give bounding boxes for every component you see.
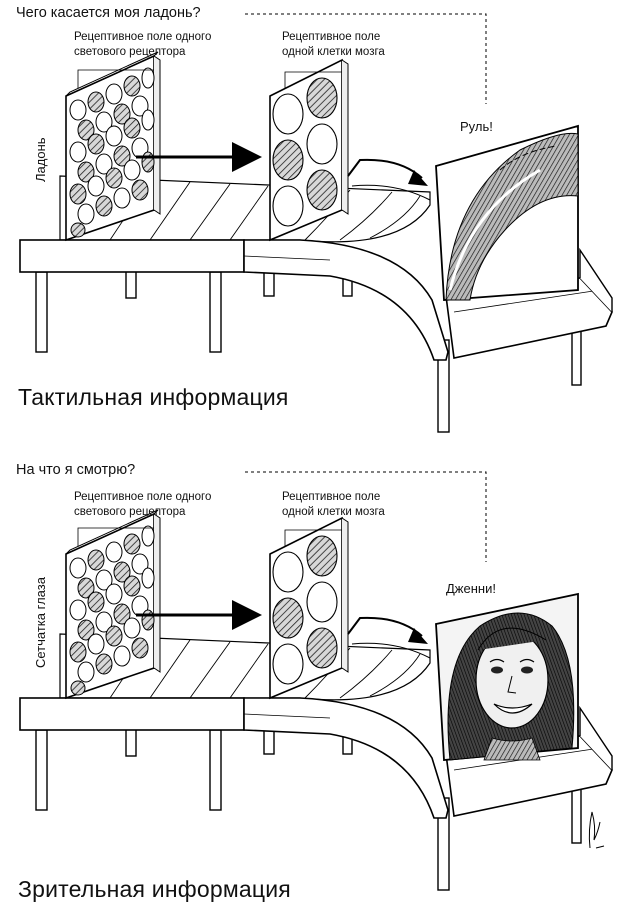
girl-portrait-icon [435,592,579,761]
tactile-receptor-field-label: Рецептивное поле одного светового рецепт… [74,31,212,58]
artist-signature [588,811,605,849]
visual-caption: Зрительная информация [18,876,291,902]
steering-wheel-icon [435,124,579,301]
visual-brain-field-label: Рецептивное поле одной клетки мозга [282,491,385,518]
visual-sheet-label: Сетчатка глаза [33,577,48,668]
visual-percept-label: Дженни! [446,581,496,596]
tactile-caption: Тактильная информация [18,384,289,410]
tactile-percept-label: Руль! [460,119,493,134]
visual-receptor-field-label: Рецептивное поле одного светового рецепт… [74,491,212,518]
tactile-panel [20,14,612,432]
tactile-sheet-label: Ладонь [33,137,48,182]
tactile-brain-field-label: Рецептивное поле одной клетки мозга [282,31,385,58]
visual-panel [20,472,612,890]
tactile-question: Чего касается моя ладонь? [16,5,201,21]
visual-question: На что я смотрю? [16,462,136,478]
